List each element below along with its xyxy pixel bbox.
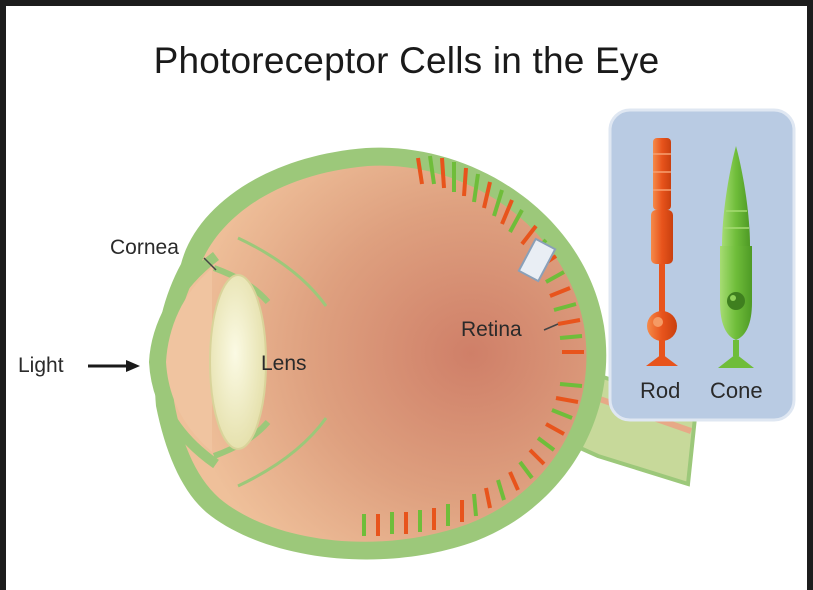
diagram-frame: Photoreceptor Cells in the Eye (6, 6, 807, 590)
rod-cone-inset: Rod Cone (610, 110, 794, 420)
label-retina: Retina (461, 318, 522, 341)
label-lens: Lens (261, 352, 307, 375)
lens (210, 275, 266, 449)
label-rod: Rod (640, 378, 680, 403)
label-light: Light (18, 354, 64, 377)
label-cornea: Cornea (110, 236, 179, 259)
light-arrow (88, 360, 140, 372)
label-cone: Cone (710, 378, 763, 403)
eye-diagram: Cornea Light Lens Retina (6, 6, 807, 590)
